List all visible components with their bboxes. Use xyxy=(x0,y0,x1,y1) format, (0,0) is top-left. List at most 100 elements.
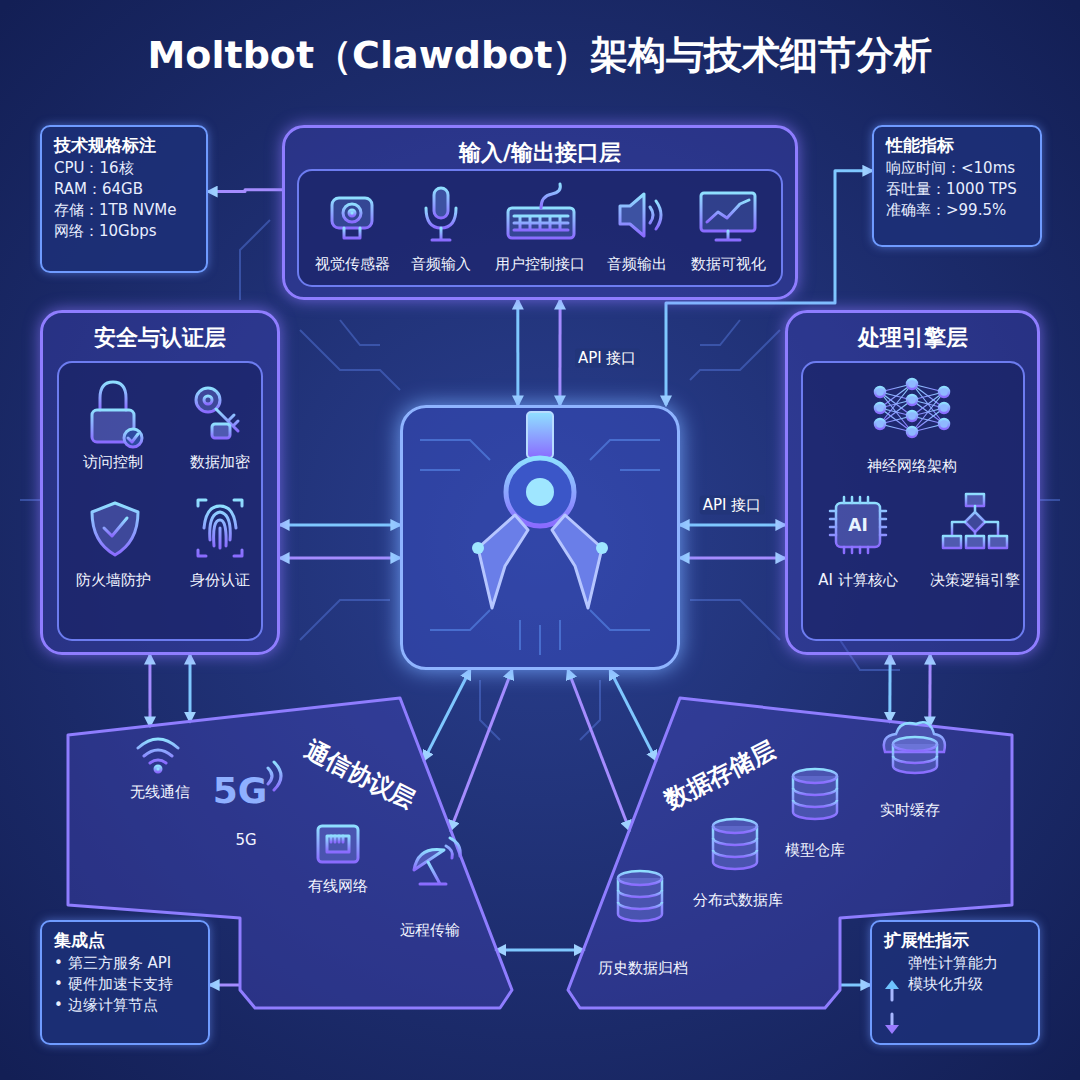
body-line: 弹性计算能力 xyxy=(884,953,1026,974)
decor-path xyxy=(420,440,660,655)
icon-label: AI 计算核心 xyxy=(818,571,897,590)
security-layer: 安全与认证层 xyxy=(40,310,280,655)
decor-path xyxy=(414,849,444,870)
net-link xyxy=(912,392,944,416)
net-node xyxy=(939,387,949,397)
io-icons xyxy=(332,184,755,240)
metrics-box: 性能指标响应时间：<10ms吞吐量：1000 TPS准确率：>99.5% xyxy=(872,125,1042,247)
decor-path xyxy=(478,515,528,608)
decor-circle xyxy=(204,396,212,404)
decor-rect xyxy=(212,424,230,438)
net-link xyxy=(912,384,944,392)
heading: 安全与认证层 xyxy=(43,323,277,353)
decor-path xyxy=(104,518,127,536)
decor-polyline xyxy=(580,680,600,740)
icon-label: 决策逻辑引擎 xyxy=(930,571,1020,590)
body-line: 模块化升级 xyxy=(884,974,1026,995)
decor-path xyxy=(830,497,886,553)
heading: 性能指标 xyxy=(886,135,1028,156)
decor-path xyxy=(432,228,450,240)
net-link xyxy=(880,384,912,424)
db-body xyxy=(893,744,937,773)
decor-polyline xyxy=(300,600,390,640)
body-line: • 第三方服务 API xyxy=(54,953,196,974)
net-link xyxy=(880,408,912,432)
icon-label: 远程传输 xyxy=(400,921,460,940)
decor-polyline xyxy=(300,330,400,390)
decor-rect xyxy=(434,188,448,218)
db-ring xyxy=(793,800,837,807)
decor-rect xyxy=(508,208,574,238)
decor-rect xyxy=(836,503,880,547)
net-link xyxy=(880,400,912,408)
io-layer: 输入/输出接口层 xyxy=(282,125,798,300)
inner-panels xyxy=(58,170,1024,640)
decor-path xyxy=(92,503,138,555)
heading: 处理引擎层 xyxy=(788,323,1037,353)
db-ring xyxy=(713,838,757,845)
net-node xyxy=(939,403,949,413)
storage-icons xyxy=(618,722,945,921)
connector xyxy=(210,984,240,987)
engine-layer: 处理引擎层 xyxy=(785,310,1040,655)
decor-path xyxy=(204,506,236,548)
decor-rect xyxy=(966,536,984,548)
icon-label: 模型仓库 xyxy=(785,841,845,860)
decor-circle xyxy=(506,458,574,526)
decor-rect xyxy=(58,362,262,640)
center-traces xyxy=(420,440,660,655)
diagram-title: Moltbot（Clawdbot）架构与技术细节分析 xyxy=(0,30,1080,81)
db-top xyxy=(618,871,662,885)
icon-label: 身份认证 xyxy=(190,571,250,590)
decor-rect xyxy=(701,193,755,231)
net-link xyxy=(912,392,944,432)
decor-path xyxy=(650,201,661,229)
decor-polyline xyxy=(340,320,380,345)
decor-path xyxy=(620,194,644,236)
icon-label: 数据加密 xyxy=(190,453,250,472)
heading: 集成点 xyxy=(54,930,196,951)
net-link xyxy=(912,400,944,408)
net-link xyxy=(912,400,944,424)
decor-path xyxy=(331,836,343,842)
body-line: RAM：64GB xyxy=(54,179,194,200)
decor-polyline xyxy=(480,680,500,740)
icon-label: 分布式数据库 xyxy=(693,891,783,910)
net-link xyxy=(912,408,944,432)
decor-rect xyxy=(92,410,134,442)
decor-polyline xyxy=(690,600,780,640)
decor-polyline xyxy=(1040,499,1060,501)
body-line: 响应时间：<10ms xyxy=(886,158,1028,179)
decor-path xyxy=(216,409,238,431)
decor-circle xyxy=(155,766,161,772)
net-link xyxy=(912,424,944,432)
decor-rect xyxy=(943,536,961,548)
decor-circle xyxy=(343,204,361,222)
db-ring xyxy=(713,850,757,857)
db-top xyxy=(893,737,937,751)
decor-path xyxy=(891,1014,894,1028)
connector xyxy=(928,655,931,726)
edge-label: API 接口 xyxy=(700,496,765,515)
db-body xyxy=(713,826,757,869)
connector xyxy=(280,556,400,559)
decor-rect xyxy=(327,836,349,852)
net-link xyxy=(880,384,912,408)
connector xyxy=(451,670,513,830)
decor-path xyxy=(198,500,242,556)
net-link xyxy=(880,424,912,432)
net-node xyxy=(875,387,885,397)
decor-path xyxy=(891,986,894,1000)
decor-circle xyxy=(472,542,484,554)
decor-circle xyxy=(526,478,554,506)
connector xyxy=(208,190,282,192)
net-node xyxy=(875,403,885,413)
decor-path xyxy=(552,515,602,608)
decor-rect xyxy=(527,412,553,458)
connector xyxy=(888,655,891,721)
decor-circle xyxy=(124,429,142,447)
net-link xyxy=(912,392,944,400)
icon-label: 无线通信 xyxy=(130,783,190,802)
decor-path xyxy=(128,434,138,442)
net-link xyxy=(880,416,912,424)
